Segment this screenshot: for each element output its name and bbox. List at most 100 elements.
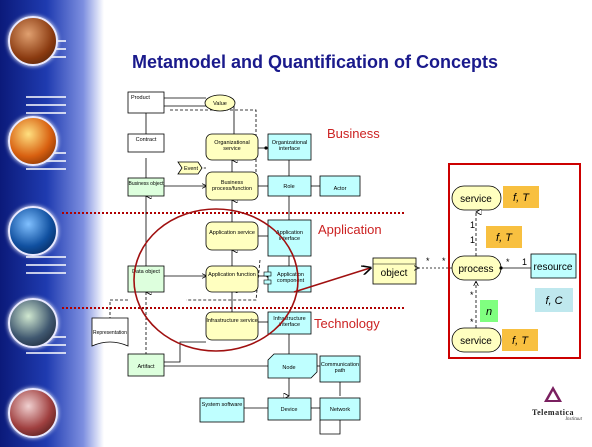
- logo-sub: Instituut: [565, 417, 582, 422]
- highlight-ellipse: [133, 208, 299, 352]
- sidebar-stripe: [26, 344, 66, 346]
- box-node: [267, 353, 318, 379]
- shape-representation: [91, 317, 129, 347]
- sidebar-stripe: [26, 104, 66, 106]
- photo-orb-icon: [8, 116, 58, 166]
- label-representation: Representation: [93, 330, 127, 336]
- box-object: [372, 257, 417, 285]
- mult-one: 1: [522, 257, 527, 267]
- box-role: [267, 175, 312, 197]
- telematica-logo-icon: [544, 386, 562, 402]
- box-business-object: [127, 177, 165, 197]
- sidebar-stripe: [26, 352, 66, 354]
- box-actor: [319, 175, 361, 197]
- label-network: Network: [330, 407, 350, 413]
- label-value: Value: [213, 101, 227, 107]
- ellipse-value: [204, 94, 236, 112]
- label-app-function: Application function: [208, 272, 256, 278]
- box-artifact: [127, 353, 165, 377]
- label-service-bottom: service: [460, 336, 492, 347]
- annotation-ft-bottom: [502, 329, 538, 351]
- box-infra-service: [205, 311, 259, 341]
- component-tab-icon: [263, 271, 272, 277]
- label-org-service: Organizational service: [214, 140, 250, 153]
- mult-one: 1: [470, 220, 475, 230]
- sidebar-stripe: [26, 168, 66, 170]
- slide-title: Metamodel and Quantification of Concepts: [132, 52, 499, 72]
- box-business-process: [205, 171, 259, 201]
- label-contract: Contract: [136, 137, 157, 143]
- box-device: [267, 397, 312, 421]
- box-app-function: [205, 265, 259, 293]
- label-data-object: Data object: [132, 269, 160, 275]
- photo-orb-icon: [8, 298, 58, 348]
- box-service-bottom: [451, 327, 502, 353]
- label-n: n: [486, 306, 492, 318]
- connector: [109, 299, 128, 318]
- connector: [164, 341, 206, 363]
- label-infra-interface-wrap: Infrastructure interface: [273, 316, 306, 329]
- component-tab-icon: [263, 279, 272, 285]
- label-actor: Actor: [334, 186, 347, 192]
- mult-star: *: [506, 257, 510, 267]
- sidebar-stripe: [26, 96, 66, 98]
- annotation-n: [480, 300, 498, 322]
- box-resource: [530, 253, 577, 279]
- label-node: Node: [282, 365, 295, 371]
- sidebar-stripe: [26, 112, 66, 114]
- layer-label-technology: Technology: [314, 316, 380, 331]
- label-app-component: Application component: [276, 272, 305, 285]
- label-fc: f, C: [545, 295, 562, 307]
- label-infra-service: Infrastructure service: [206, 318, 258, 324]
- mult-star: *: [470, 290, 474, 300]
- label-device: Device: [281, 407, 298, 413]
- label-app-service: Application service: [209, 230, 255, 236]
- box-org-interface: [267, 133, 312, 161]
- mult-star: *: [426, 256, 430, 266]
- sidebar-stripe: [26, 272, 66, 274]
- label-business-process-wrap: Business process/function: [211, 180, 253, 193]
- label-ft-mid: f, T: [496, 232, 513, 244]
- label-product: Product: [131, 95, 150, 101]
- label-infra-interface: Infrastructure interface: [273, 316, 306, 329]
- layer-separator: [62, 307, 404, 309]
- label-org-interface: Organizational interface: [271, 140, 308, 153]
- mult-star: *: [470, 317, 474, 327]
- box-product: [127, 91, 165, 114]
- label-event: Event: [184, 166, 199, 172]
- label-artifact: Artifact: [137, 364, 155, 370]
- logo-name: Telematica: [531, 408, 575, 417]
- label-business-object: Business object: [128, 181, 164, 187]
- label-org-service-wrap: Organizational service: [214, 140, 250, 153]
- label-ft-bottom: f, T: [512, 335, 529, 347]
- label-app-service-wrap: Application service: [209, 230, 255, 236]
- label-app-function-wrap: Application function: [208, 272, 256, 278]
- label-app-component-wrap: Application component: [276, 272, 305, 285]
- label-role: Role: [283, 184, 294, 190]
- label-business-process: Business process/function: [211, 180, 253, 193]
- decorative-sidebar: [0, 0, 104, 447]
- label-ft-top: f, T: [513, 192, 530, 204]
- label-service-top: service: [460, 194, 492, 205]
- shape-event: [177, 161, 203, 175]
- box-system-software: [199, 397, 245, 423]
- mult-one: 1: [470, 235, 475, 245]
- layer-label-business: Business: [327, 126, 380, 141]
- photo-orb-icon: [8, 206, 58, 256]
- label-system-software-wrap: System software: [202, 402, 243, 408]
- sidebar-stripe: [26, 256, 66, 258]
- label-comm-path-wrap: Communication path: [321, 362, 359, 374]
- annotation-ft-mid: [486, 226, 522, 248]
- annotation-fc: [535, 288, 573, 312]
- layer-label-application: Application: [318, 222, 382, 237]
- highlight-arrow: [293, 268, 370, 293]
- photo-orb-icon: [8, 388, 58, 438]
- photo-orb-icon: [8, 16, 58, 66]
- label-process: process: [458, 264, 493, 275]
- box-comm-path: [319, 355, 361, 383]
- box-app-service: [205, 221, 259, 251]
- box-app-component: [267, 265, 312, 293]
- label-org-interface-wrap: Organizational interface: [271, 140, 308, 153]
